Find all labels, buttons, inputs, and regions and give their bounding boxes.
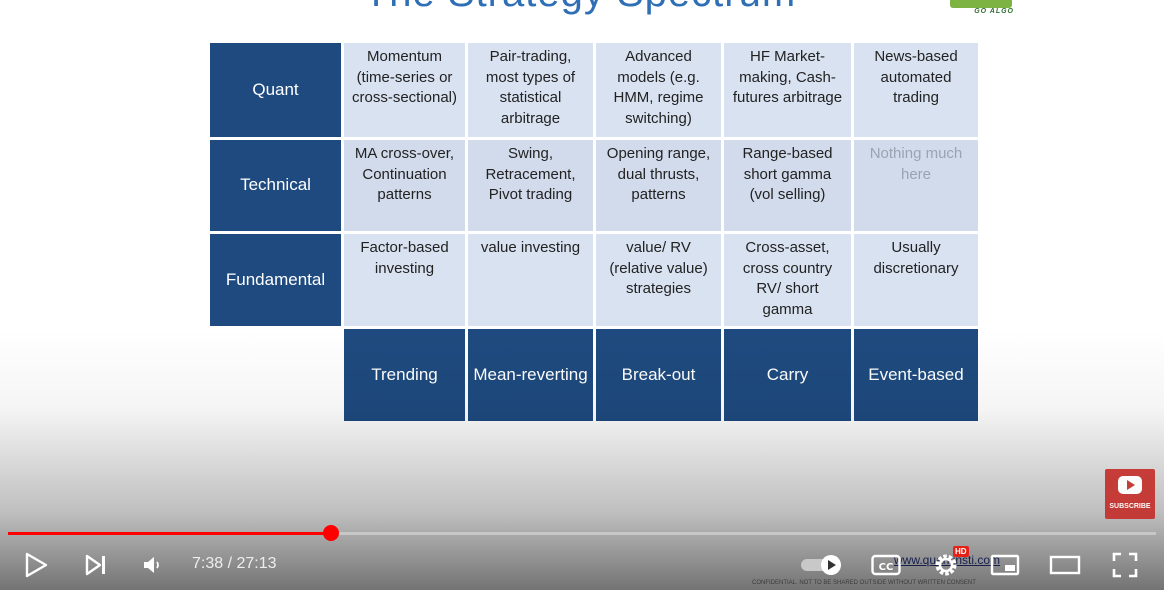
progress-bar[interactable] <box>8 525 1156 541</box>
miniplayer-icon <box>990 554 1020 576</box>
column-header-break-out: Break-out <box>596 329 721 421</box>
column-header-carry: Carry <box>724 329 851 421</box>
table-cell: MA cross-over, Continuation patterns <box>344 140 465 231</box>
table-corner <box>210 329 341 421</box>
volume-button[interactable] <box>132 548 172 582</box>
table-cell: HF Market-making, Cash-futures arbitrage <box>724 43 851 137</box>
fullscreen-button[interactable] <box>1105 548 1145 582</box>
table-cell: Range-based short gamma (vol selling) <box>724 140 851 231</box>
gear-icon <box>935 554 957 576</box>
current-time: 7:38 <box>192 555 224 572</box>
settings-button[interactable] <box>926 548 966 582</box>
row-header-quant: Quant <box>210 43 341 137</box>
table-cell: Cross-asset, cross country RV/ short gam… <box>724 234 851 326</box>
youtube-logo-icon <box>1118 476 1142 494</box>
column-header-mean-reverting: Mean-reverting <box>468 329 593 421</box>
table-cell: Advanced models (e.g. HMM, regime switch… <box>596 43 721 137</box>
hd-badge: HD <box>953 546 969 557</box>
column-header-trending: Trending <box>344 329 465 421</box>
duration: 27:13 <box>236 555 277 572</box>
theater-mode-icon <box>1049 555 1081 575</box>
next-icon <box>85 554 105 576</box>
slide-title: The Strategy Spectrum <box>360 0 800 16</box>
svg-text:CC: CC <box>879 562 894 573</box>
table-cell: Usually discretionary <box>854 234 978 326</box>
subscribe-button[interactable]: SUBSCRIBE <box>1105 469 1155 519</box>
captions-button[interactable]: CC <box>866 548 906 582</box>
table-cell: value/ RV (relative value) strategies <box>596 234 721 326</box>
table-cell: Pair-trading, most types of statistical … <box>468 43 593 137</box>
miniplayer-button[interactable] <box>985 548 1025 582</box>
time-separator: / <box>223 555 237 572</box>
captions-icon: CC <box>871 554 901 576</box>
time-display: 7:38 / 27:13 <box>192 555 277 573</box>
row-header-technical: Technical <box>210 140 341 231</box>
table-cell: value investing <box>468 234 593 326</box>
progress-scrubber[interactable] <box>322 525 339 541</box>
table-cell: Momentum (time-series or cross-sectional… <box>344 43 465 137</box>
table-cell: Nothing much here <box>854 140 978 231</box>
autoplay-toggle-icon <box>801 555 841 575</box>
play-icon <box>25 552 48 578</box>
next-button[interactable] <box>76 548 116 582</box>
table-cell: News-based automated trading <box>854 43 978 137</box>
quantinsti-logo: GO ALGO <box>948 0 1016 16</box>
autoplay-toggle[interactable] <box>798 548 846 582</box>
strategy-spectrum-table: Quant Momentum (time-series or cross-sec… <box>207 40 981 424</box>
volume-icon <box>144 557 159 573</box>
table-cell: Opening range, dual thrusts, patterns <box>596 140 721 231</box>
progress-played <box>8 532 331 535</box>
table-cell: Factor-based investing <box>344 234 465 326</box>
fullscreen-icon <box>1112 552 1138 578</box>
theater-mode-button[interactable] <box>1045 548 1085 582</box>
column-header-event-based: Event-based <box>854 329 978 421</box>
subscribe-label: SUBSCRIBE <box>1109 503 1151 510</box>
table-cell: Swing, Retracement, Pivot trading <box>468 140 593 231</box>
logo-mark <box>950 0 1012 8</box>
logo-tagline: GO ALGO <box>974 8 1014 15</box>
play-button[interactable] <box>16 548 56 582</box>
row-header-fundamental: Fundamental <box>210 234 341 326</box>
